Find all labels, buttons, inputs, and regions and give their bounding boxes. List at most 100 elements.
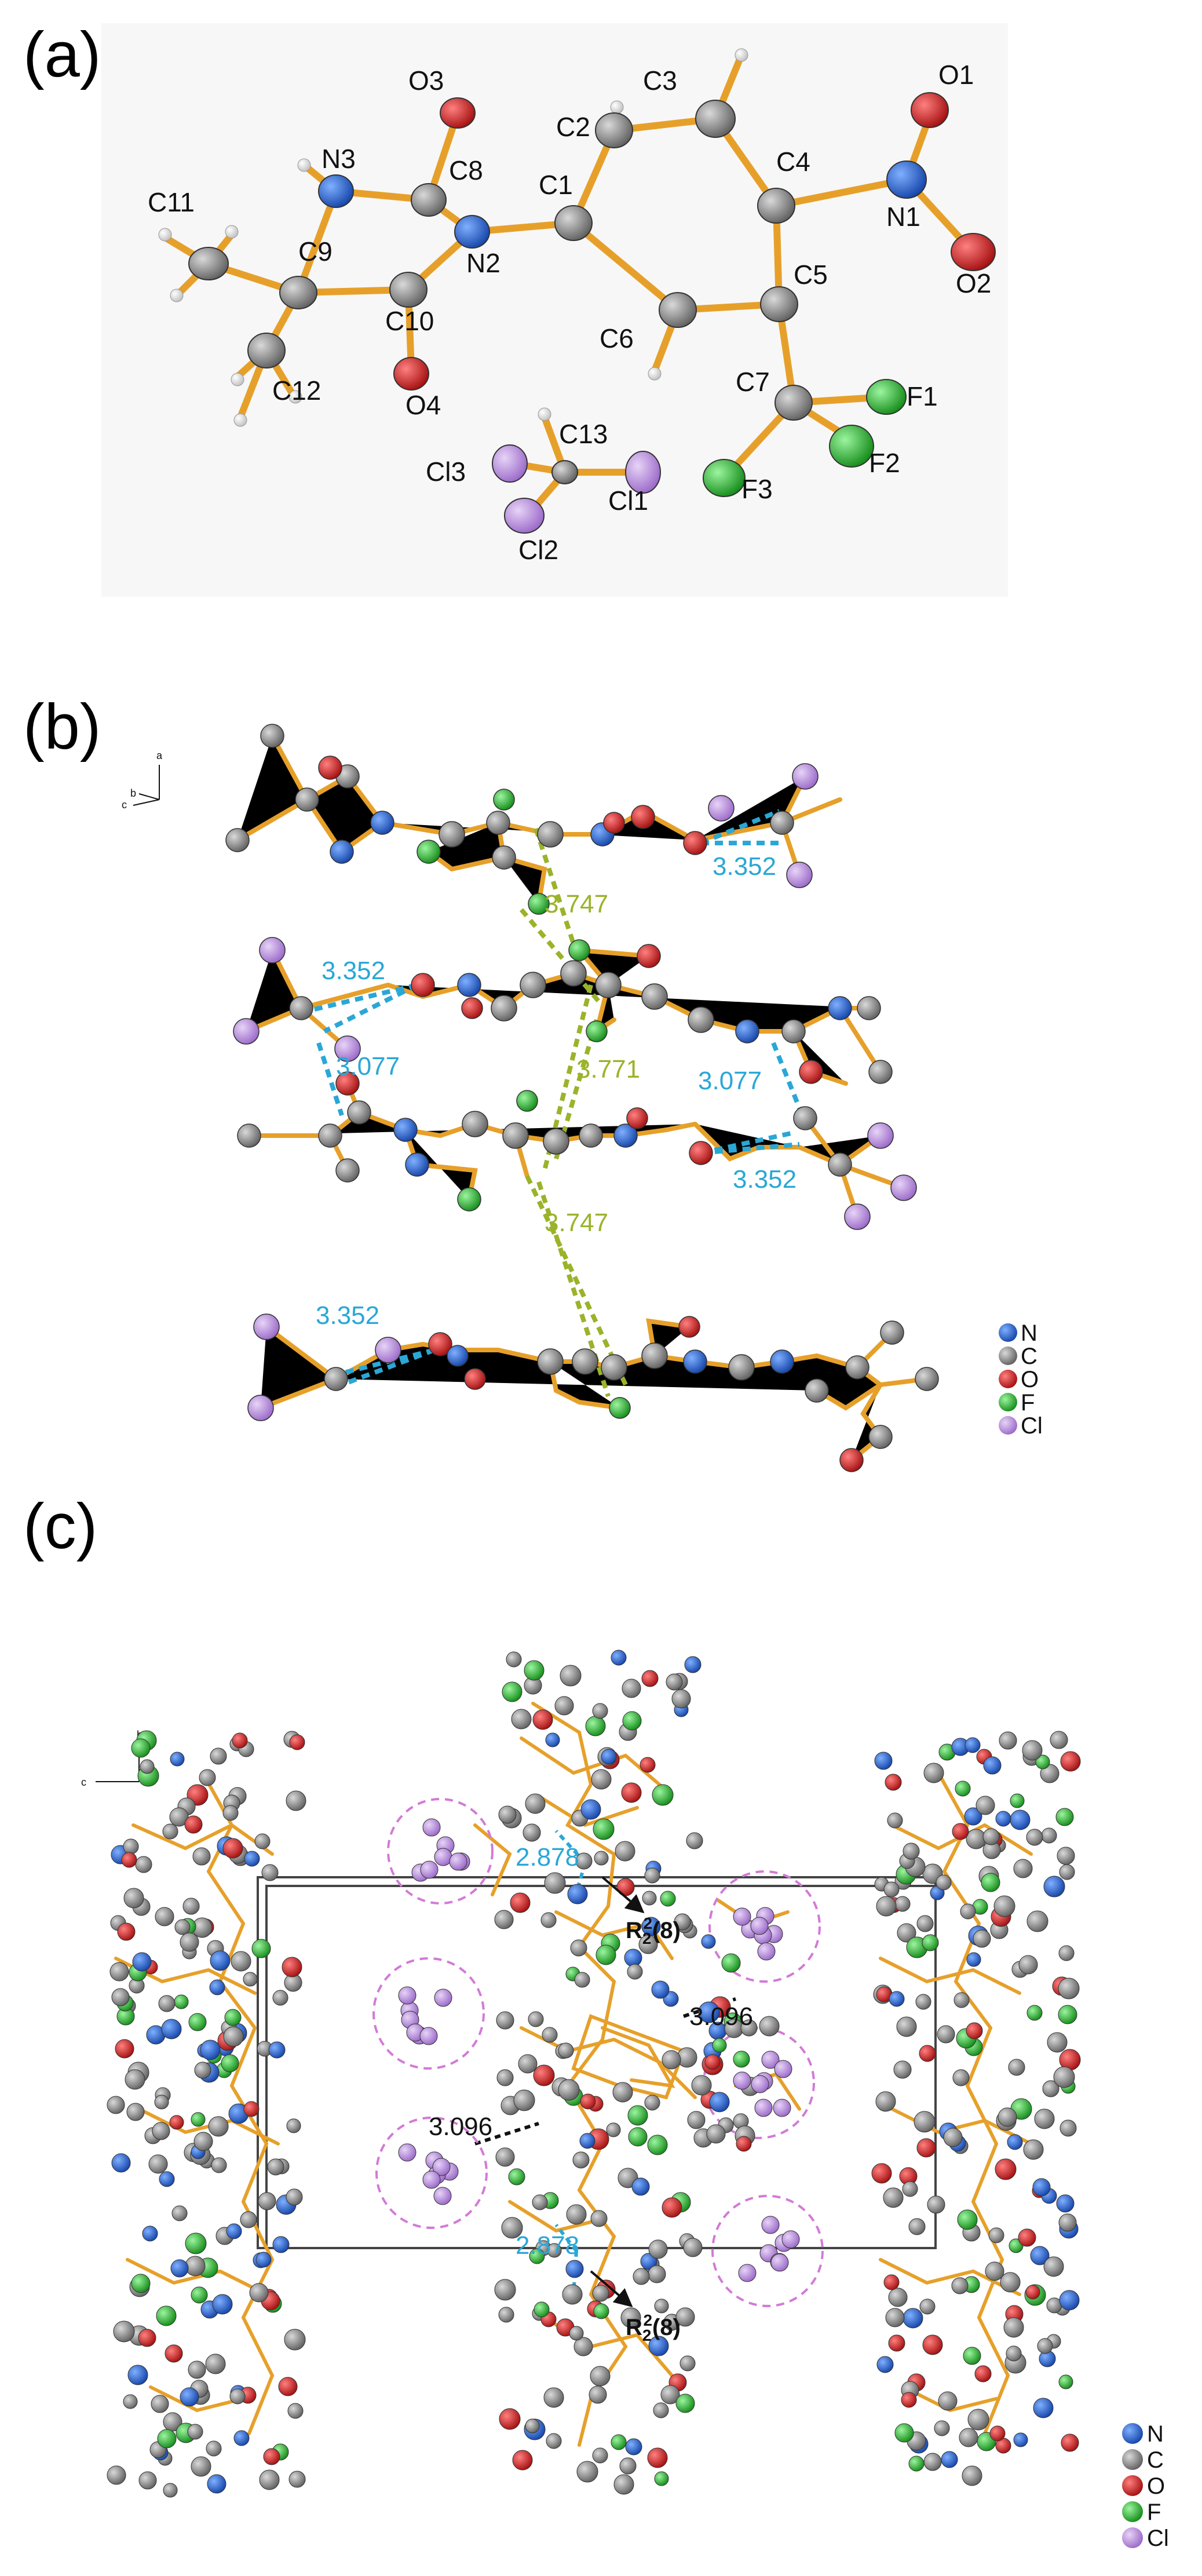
packing-atom (111, 2153, 131, 2173)
label-N2: N2 (466, 248, 500, 278)
packing-atom (554, 1696, 574, 1716)
packing-atom (896, 2016, 917, 2037)
packing-atom (1058, 2374, 1073, 2389)
packing-atom (893, 2060, 912, 2079)
packing-atom (959, 2428, 978, 2447)
packing-atom (1042, 2080, 1059, 2097)
packing-atom (888, 2287, 908, 2307)
packing-atom (593, 1818, 615, 1840)
motif-label-2: R22(8) (626, 2311, 681, 2344)
atom-C1 (554, 205, 593, 241)
legend-b-O-swatch (999, 1370, 1017, 1388)
packing-atom (938, 2391, 958, 2411)
atom-C12 (247, 333, 286, 368)
legend-b-C-swatch (999, 1347, 1017, 1365)
packing-atom (894, 1896, 911, 1912)
packing-atom (1058, 1945, 1075, 1961)
packing-atom (159, 2171, 175, 2187)
dist-c-1: 2.878 (516, 1843, 579, 1871)
legend-c-O-swatch (1122, 2475, 1143, 2496)
packing-atom (981, 1873, 1000, 1892)
packing-atom (1050, 1731, 1068, 1749)
dist-b-2: 3.747 (545, 890, 608, 918)
packing-atom (653, 2402, 669, 2418)
packing-atom (498, 1805, 517, 1824)
packing-atom (131, 2274, 151, 2293)
packing-atom (501, 2217, 523, 2239)
packing-atom (171, 2205, 188, 2221)
legend-c-N: N (1147, 2421, 1164, 2447)
packing-atom (1030, 2246, 1050, 2265)
packing-atom (540, 1912, 557, 1928)
dist-b-7: 3.352 (733, 1165, 797, 1194)
packing-atom (660, 2385, 680, 2404)
chloroform-cl-atom (419, 2027, 438, 2045)
packing-atom (221, 2054, 239, 2073)
packing-atom (922, 1934, 939, 1951)
label-C4: C4 (776, 147, 810, 177)
packing-atom (188, 2013, 207, 2031)
packing-atom (613, 2474, 634, 2495)
dist-c-3: 3.096 (429, 2112, 492, 2141)
packing-atom (759, 2016, 780, 2037)
packing-atom (542, 2027, 558, 2043)
panel-label-c: (c) (23, 1491, 98, 1562)
atom-O3 (440, 97, 476, 129)
packing-atom (511, 1709, 532, 1730)
packing-atom (251, 1939, 271, 1958)
packing-atom (1043, 1876, 1065, 1898)
packing-atom (523, 1823, 541, 1842)
panel-a: O3 C3 O1 C2 N3 C8 C4 C1 N1 C11 C9 N2 C10… (101, 23, 1008, 597)
packing-atom (923, 1763, 944, 1783)
legend-c-C: C (1147, 2447, 1164, 2473)
packing-atom (165, 2344, 183, 2363)
packing-atom (963, 2347, 981, 2365)
packing-atom (558, 2042, 574, 2059)
packing-atom (647, 2134, 668, 2155)
legend-b-F-swatch (999, 1393, 1017, 1411)
packing-atom (185, 2256, 206, 2276)
packing-atom (170, 1752, 185, 1767)
label-Cl3: Cl3 (426, 457, 466, 487)
label-C3: C3 (643, 65, 677, 96)
packing-atom (1059, 2290, 1080, 2311)
packing-atom (528, 2011, 544, 2027)
packing-atom (121, 1852, 137, 1868)
label-Cl2: Cl2 (518, 535, 558, 565)
packing-atom (675, 2393, 695, 2413)
packing-atom (226, 2223, 242, 2239)
packing-atom (267, 2158, 284, 2176)
packing-atom (140, 1759, 155, 1774)
packing-atom (648, 2265, 666, 2283)
packing-atom (518, 2054, 538, 2074)
packing-atom (573, 2337, 593, 2356)
packing-atom (123, 1838, 139, 1855)
packing-atom (151, 2395, 169, 2413)
packing-atom (611, 1650, 627, 1666)
packing-atom (1022, 1740, 1043, 1761)
packing-atom (180, 1932, 199, 1952)
packing-atom (126, 2103, 145, 2121)
panel-c: b c (81, 1650, 1169, 2551)
packing-atom (244, 1851, 260, 1867)
packing-atom (627, 2105, 648, 2126)
legend-c: N C O F Cl (1122, 2421, 1169, 2551)
packing-atom (919, 2045, 936, 2062)
packing-atom (174, 1994, 189, 2009)
label-C9: C9 (298, 236, 333, 267)
packing-atom (154, 2095, 169, 2110)
atom-F1 (866, 379, 907, 415)
legend-c-C-swatch (1122, 2449, 1143, 2470)
packing-atom (261, 1864, 279, 1881)
packing-atom (1033, 2398, 1054, 2418)
legend-b-N-swatch (999, 1323, 1017, 1342)
packing-atom (874, 1752, 893, 1770)
packing-atom (641, 1917, 661, 1936)
packing-atom (1025, 2285, 1040, 2300)
packing-atom (192, 1847, 211, 1866)
packing-atom (936, 1874, 952, 1891)
packing-atom (191, 2286, 208, 2304)
chloroform-cl-atom (422, 1818, 441, 1837)
panel-b-hbonds (306, 809, 810, 1387)
packing-atom (570, 1939, 587, 1957)
